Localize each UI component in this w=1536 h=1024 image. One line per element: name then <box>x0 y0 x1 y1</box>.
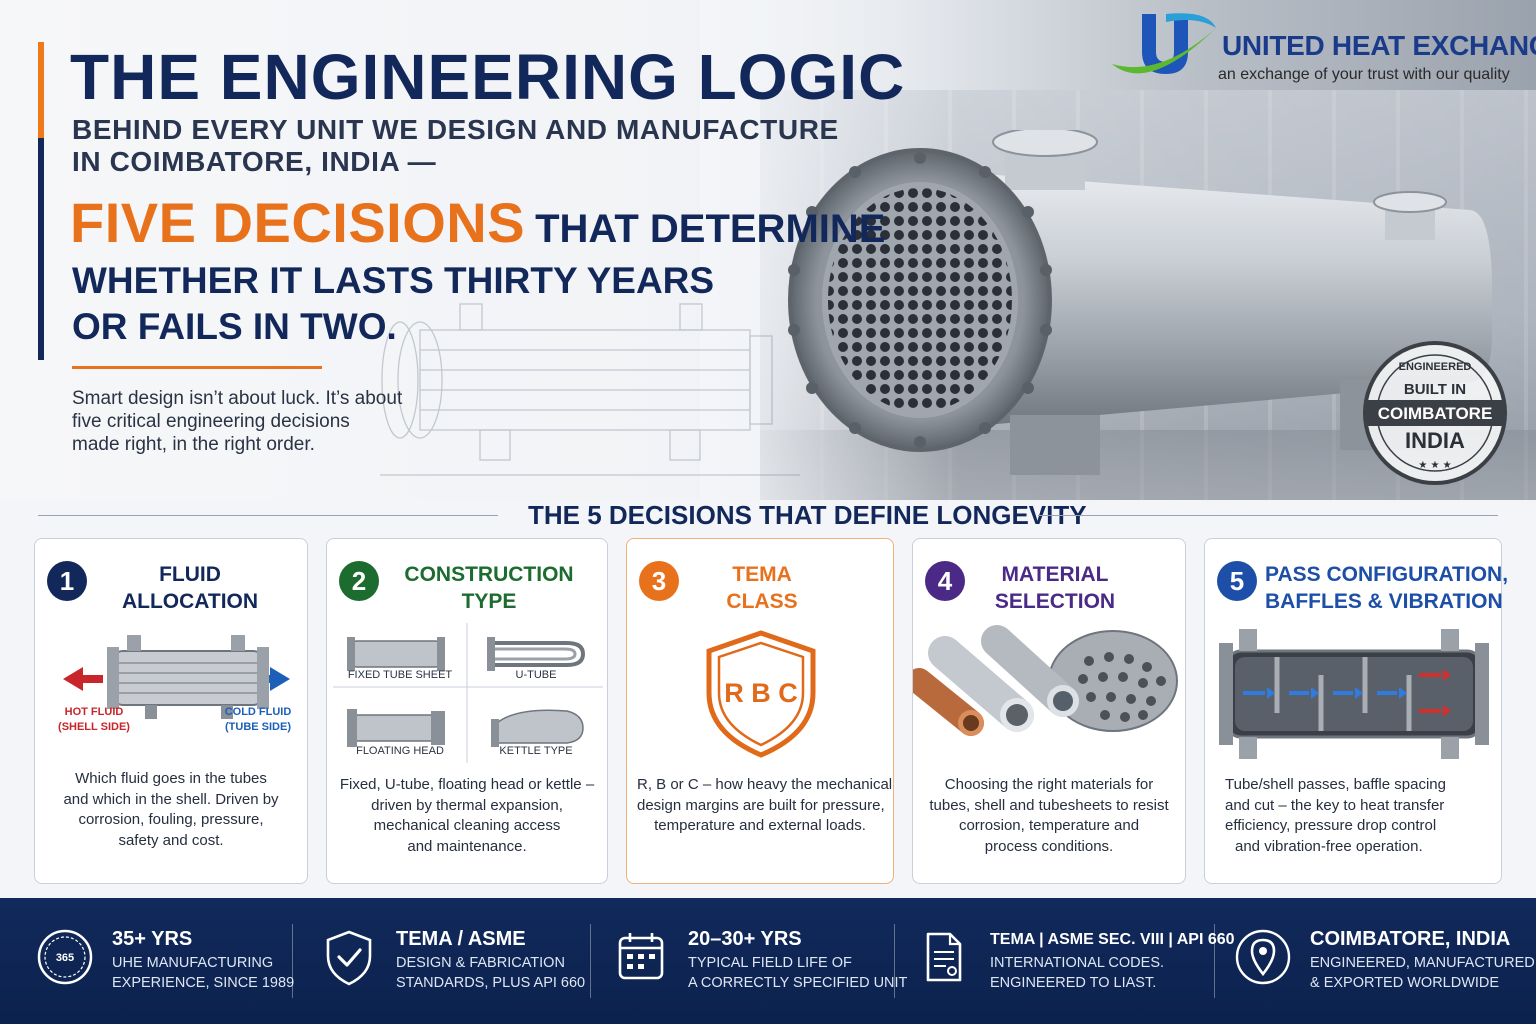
stat-experience: 365 35+ YRS UHE MANUFACTURING EXPERIENCE… <box>34 898 294 1024</box>
card-description: Which fluid goes in the tubes and which … <box>63 770 279 850</box>
lasts-line-1: WHETHER IT LASTS THIRTY YEARS <box>72 260 715 301</box>
card-tema-class[interactable]: 3 TEMA CLASS R B C R, B or C – how heavy… <box>626 538 894 884</box>
built-in-coimbatore-stamp: ENGINEERED BUILT IN COIMBATORE INDIA ★ ★… <box>1363 341 1507 485</box>
svg-text:365: 365 <box>56 952 74 964</box>
lasts-line-2: OR FAILS IN TWO. <box>72 306 397 347</box>
document-icon <box>926 932 962 982</box>
type-label-u-tube: U-TUBE <box>515 669 557 681</box>
card-number-badge: 3 <box>639 561 679 601</box>
stat-standards: TEMA / ASME DESIGN & FABRICATION STANDAR… <box>318 898 585 1024</box>
card-description: Choosing the right materials for tubes, … <box>929 776 1169 856</box>
card-title: PASS CONFIGURATION, BAFFLES & VIBRATION <box>1265 563 1509 614</box>
svg-text:COIMBATORE: COIMBATORE <box>1378 404 1493 423</box>
materials-image <box>913 625 1178 736</box>
tema-shield-icon: R B C <box>706 630 816 758</box>
lead-paragraph: Smart design isn’t about luck. It’s abou… <box>72 388 403 455</box>
subheadline-line-2: IN COIMBATORE, INDIA — <box>72 146 437 177</box>
card-title: FLUID ALLOCATION <box>121 563 259 614</box>
section-heading: THE 5 DECISIONS THAT DEFINE LONGEVITY <box>38 500 1498 532</box>
stat-sub: UHE MANUFACTURING EXPERIENCE, SINCE 1989 <box>112 955 295 991</box>
logo-u-mark-icon <box>1112 13 1216 74</box>
stat-head: TEMA / ASME <box>396 928 526 950</box>
shield-check-icon <box>326 930 372 986</box>
stat-sub: INTERNATIONAL CODES. ENGINEERED TO LIAST… <box>990 955 1165 991</box>
fluid-flow-diagram <box>63 635 290 719</box>
stat-sub: DESIGN & FABRICATION STANDARDS, PLUS API… <box>396 955 586 991</box>
type-label-kettle-type: KETTLE TYPE <box>499 745 573 757</box>
cold-fluid-label: COLD FLUID (TUBE SIDE) <box>224 706 292 733</box>
hero-section: THE ENGINEERING LOGIC BEHIND EVERY UNIT … <box>0 0 1536 500</box>
baffle-cutaway-diagram <box>1219 629 1489 759</box>
company-name: UNITED HEAT EXCHANGERS <box>1222 30 1536 61</box>
stat-location: COIMBATORE, INDIA ENGINEERED, MANUFACTUR… <box>1232 898 1535 1024</box>
hot-fluid-label: HOT FLUID (SHELL SIDE) <box>58 706 130 733</box>
blueprint-sketch <box>380 303 800 476</box>
decisions-highlight: FIVE DECISIONS <box>70 191 526 254</box>
stat-field-life: 20–30+ YRS TYPICAL FIELD LIFE OF A CORRE… <box>610 898 907 1024</box>
stat-head: COIMBATORE, INDIA <box>1310 928 1511 950</box>
section-title: THE 5 DECISIONS THAT DEFINE LONGEVITY <box>528 500 1087 530</box>
card-number-badge: 4 <box>925 561 965 601</box>
card-description: Fixed, U-tube, floating head or kettle –… <box>339 776 595 856</box>
stat-sub: ENGINEERED, MANUFACTURED & EXPORTED WORL… <box>1310 955 1535 991</box>
svg-text:ENGINEERED: ENGINEERED <box>1399 361 1472 373</box>
svg-text:R B C: R B C <box>724 678 798 708</box>
card-number-badge: 1 <box>47 561 87 601</box>
location-pin-icon <box>1235 929 1291 985</box>
stat-sub: TYPICAL FIELD LIFE OF A CORRECTLY SPECIF… <box>688 955 908 991</box>
shell-and-tube-exchanger-image <box>788 130 1492 475</box>
type-label-floating-head: FLOATING HEAD <box>356 745 444 757</box>
construction-types-grid <box>333 623 603 763</box>
card-description: R, B or C – how heavy the mechanical des… <box>637 776 893 835</box>
stat-head: 20–30+ YRS <box>688 928 802 950</box>
footer-stats-bar: 365 35+ YRS UHE MANUFACTURING EXPERIENCE… <box>0 898 1536 1024</box>
calendar-icon <box>618 933 664 980</box>
type-label-fixed-tube-sheet: FIXED TUBE SHEET <box>347 669 453 681</box>
card-title: CONSTRUCTION TYPE <box>404 563 574 614</box>
headline: THE ENGINEERING LOGIC <box>70 41 906 113</box>
stat-codes: TEMA | ASME SEC. VIII | API 660 INTERNAT… <box>912 898 1235 1024</box>
stat-head: TEMA | ASME SEC. VIII | API 660 <box>990 931 1235 948</box>
card-title: TEMA CLASS <box>726 563 798 614</box>
svg-text:BUILT IN: BUILT IN <box>1404 381 1466 398</box>
card-construction-type[interactable]: 2 CONSTRUCTION TYPE FIXED TUBE SHEET U-T… <box>326 538 608 884</box>
card-material-selection[interactable]: 4 MATERIAL SELECTION Choosing the right … <box>912 538 1186 884</box>
subheadline-line-1: BEHIND EVERY UNIT WE DESIGN AND MANUFACT… <box>72 114 839 145</box>
card-title: MATERIAL SELECTION <box>994 563 1116 614</box>
card-number-badge: 2 <box>339 561 379 601</box>
svg-text:INDIA: INDIA <box>1405 428 1465 453</box>
decisions-tail: THAT DETERMINE <box>535 207 886 251</box>
accent-bar <box>38 42 44 360</box>
card-pass-configuration[interactable]: 5 PASS CONFIGURATION, BAFFLES & VIBRATIO… <box>1204 538 1509 884</box>
card-number-badge: 5 <box>1217 561 1257 601</box>
card-fluid-allocation[interactable]: 1 FLUID ALLOCATION HOT FLUID (SHELL SIDE… <box>34 538 308 884</box>
orange-divider <box>72 366 322 369</box>
company-tagline: an exchange of your trust with our quali… <box>1218 66 1510 83</box>
company-logo[interactable]: UNITED HEAT EXCHANGERS an exchange of yo… <box>1108 8 1536 88</box>
card-description: Tube/shell passes, baffle spacing and cu… <box>1225 776 1446 856</box>
svg-text:★ ★ ★: ★ ★ ★ <box>1418 460 1451 471</box>
seal-365-icon: 365 <box>37 929 93 985</box>
stat-head: 35+ YRS <box>112 928 193 950</box>
